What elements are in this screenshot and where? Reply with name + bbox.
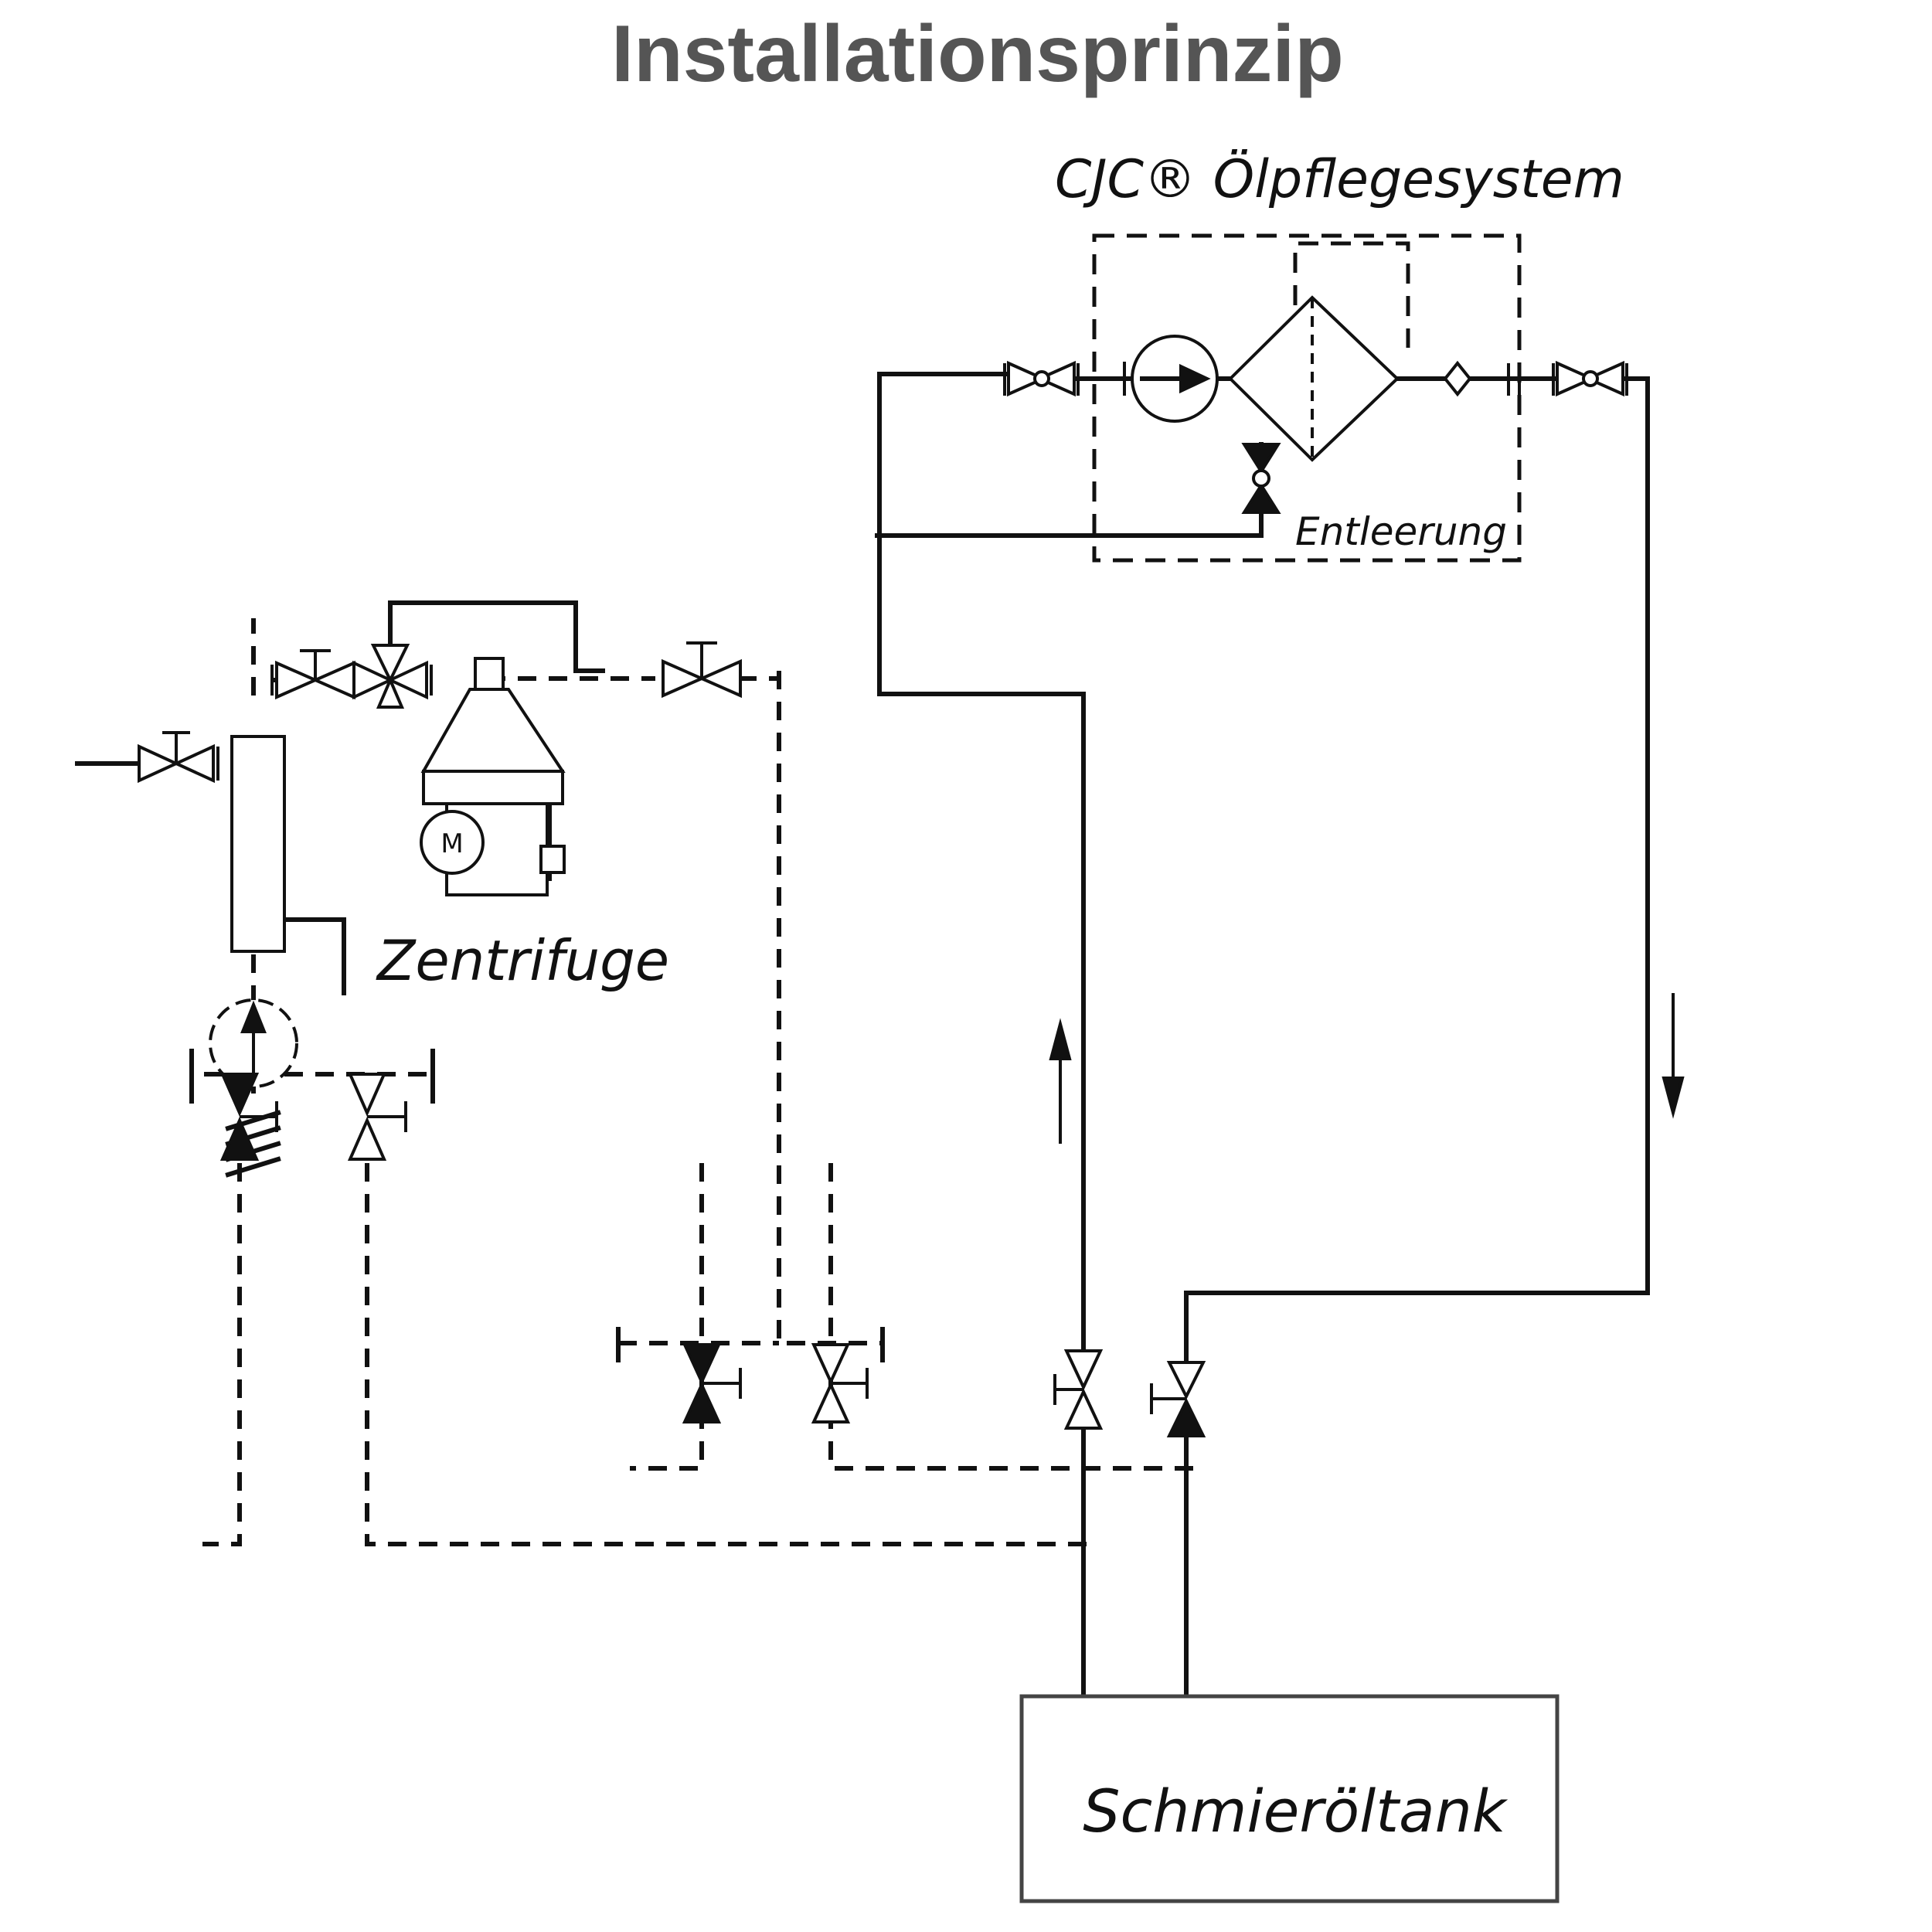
valve-left-2-icon[interactable]: [347, 1073, 407, 1161]
lube-oil-tank: Schmieröltank: [1019, 1694, 1560, 1903]
drain-line: [875, 510, 1264, 538]
flow-arrow-down-icon: [1662, 993, 1685, 1119]
suction-tank-valve-icon[interactable]: [1053, 1349, 1104, 1430]
heater-column-icon: [230, 735, 286, 953]
filter-insert-icon: [1228, 295, 1400, 462]
top-valve-2-icon[interactable]: [662, 641, 742, 699]
drain-label: Entleerung: [1295, 509, 1507, 554]
check-valve-icon: [1443, 360, 1521, 397]
cjc-system-group: CJC® Ölpflegesystem: [1055, 149, 1624, 563]
tank-label: Schmieröltank: [1083, 1777, 1509, 1845]
three-way-valve-icon[interactable]: [352, 644, 433, 709]
centrifuge-separator-icon: M: [420, 657, 566, 896]
top-valve-1-icon[interactable]: [270, 649, 355, 700]
return-tank-valve-icon[interactable]: [1150, 1361, 1206, 1437]
valve-mid-2-icon[interactable]: [811, 1343, 869, 1423]
manifold-left: [189, 1049, 435, 1104]
page-title: Installationsprinzip: [611, 9, 1344, 99]
strainer-icon: [225, 1110, 281, 1178]
cjc-pump-icon: [1123, 335, 1219, 423]
cjc-system-boundary: [1092, 233, 1522, 563]
centrifuge-inlet-valve-icon[interactable]: [138, 731, 219, 784]
feed-pump-icon: [209, 998, 298, 1088]
valve-left-1-icon[interactable]: [219, 1073, 278, 1161]
cjc-system-label: CJC® Ölpflegesystem: [1055, 149, 1624, 210]
inlet-valve-icon[interactable]: [1003, 360, 1080, 397]
drain-valve-icon[interactable]: [1241, 442, 1281, 514]
manifold-middle: [616, 1327, 885, 1362]
suction-line: [877, 372, 1086, 1699]
valve-mid-1-icon[interactable]: [682, 1343, 742, 1423]
motor-m-icon: M: [440, 828, 463, 859]
centrifuge-label: Zentrifuge: [376, 928, 669, 993]
return-line: [1184, 376, 1650, 1699]
flow-arrow-up-icon: [1049, 1018, 1072, 1144]
outlet-valve-icon[interactable]: [1552, 360, 1628, 397]
